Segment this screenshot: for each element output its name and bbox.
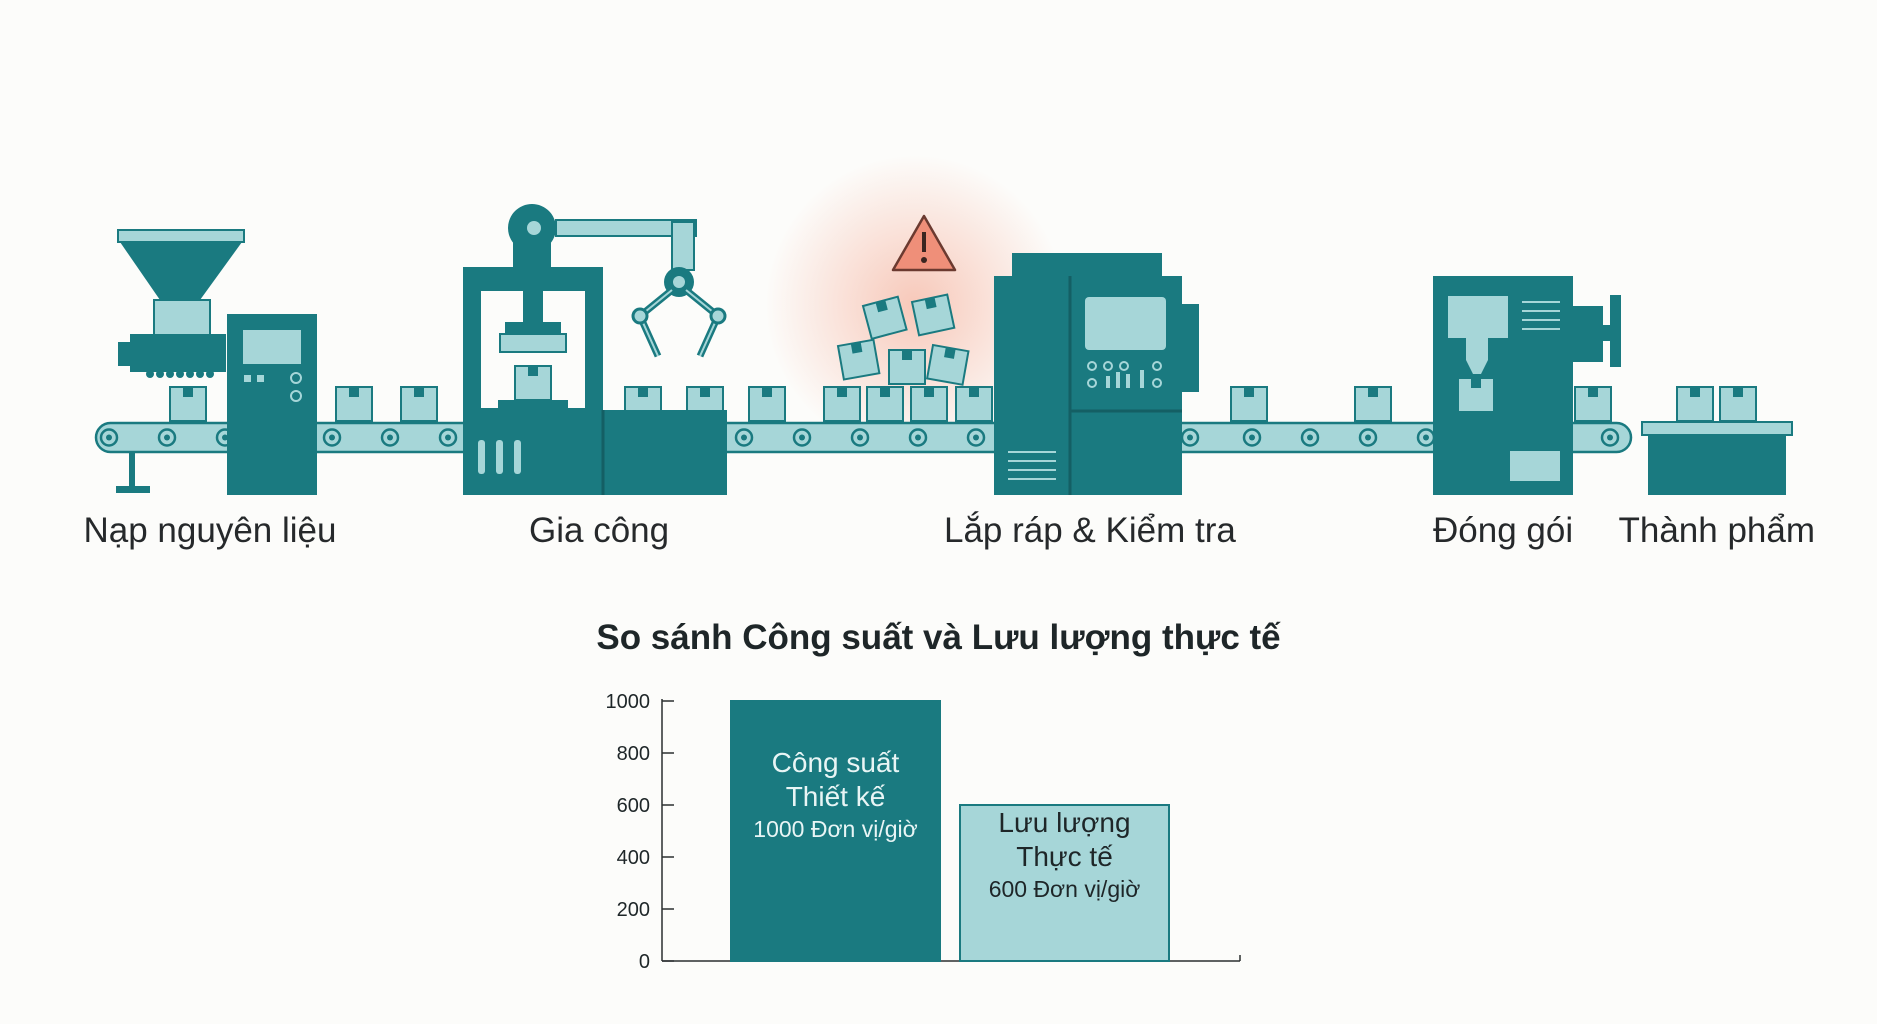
- y-tick-label: 800: [617, 743, 650, 765]
- stage-label-packing: Đóng gói: [1433, 511, 1574, 550]
- feed-screen: [243, 330, 301, 364]
- bar-2-label-line-3: 600 Đơn vị/giờ: [989, 876, 1141, 902]
- bar-2-label-line-2: Thực tế: [1016, 841, 1113, 872]
- bar-2-label-line-1: Lưu lượng: [998, 807, 1130, 838]
- y-tick-label: 400: [617, 847, 650, 869]
- packing-machine: [1433, 276, 1621, 495]
- hopper-funnel: [120, 242, 242, 300]
- y-tick-label: 600: [617, 795, 650, 817]
- conveyor-foot: [116, 486, 150, 493]
- process-machine: [463, 204, 727, 495]
- y-tick-label: 200: [617, 899, 650, 921]
- extruder-screw: [146, 370, 214, 378]
- chart-title: So sánh Công suất và Lưu lượng thực tế: [596, 618, 1281, 657]
- bar-1-label-line-1: Công suất: [772, 747, 900, 778]
- hopper-neck: [153, 299, 211, 337]
- production-line-diagram: [94, 155, 1793, 495]
- y-tick-label: 0: [639, 951, 650, 973]
- assembly-screen: [1085, 297, 1166, 350]
- stage-label-feed: Nạp nguyên liệu: [83, 511, 337, 550]
- bar-1-label-line-3: 1000 Đơn vị/giờ: [753, 816, 917, 842]
- finished-table: [1641, 386, 1793, 495]
- extruder-end: [118, 342, 132, 366]
- y-tick-label: 1000: [606, 691, 651, 713]
- bar-2: [959, 804, 1170, 962]
- stage-label-assembly: Lắp ráp & Kiểm tra: [944, 511, 1236, 550]
- stage-label-process: Gia công: [529, 511, 670, 550]
- conveyor-leg: [129, 452, 135, 490]
- assembly-machine: [994, 253, 1199, 495]
- feed-machine: [117, 229, 317, 495]
- bar-1: [730, 700, 941, 962]
- packing-screen: [1448, 296, 1508, 338]
- stage-label-finished: Thành phẩm: [1618, 511, 1816, 550]
- press-base: [463, 410, 727, 495]
- bar-1-label-line-2: Thiết kế: [786, 781, 886, 812]
- extruder-barrel: [130, 334, 226, 372]
- robot-arm-icon: [508, 204, 727, 358]
- warning-icon: [891, 214, 957, 272]
